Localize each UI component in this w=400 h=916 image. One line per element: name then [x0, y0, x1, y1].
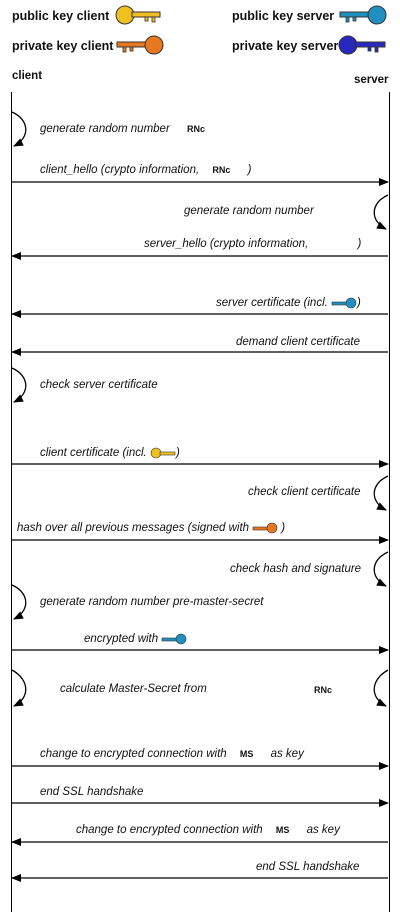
ms-label: MS: [275, 825, 290, 835]
client-actor-label: client: [12, 70, 43, 82]
msg-calc-master: calculate Master-Secret from: [60, 683, 207, 695]
msg-encrypted-with: encrypted with: [84, 633, 187, 645]
legend-private-server-label: private key server: [232, 39, 339, 53]
msg-end-ssl-server: end SSL handshake: [256, 861, 360, 873]
rnc-label: RNc: [314, 685, 333, 695]
msg-gen-pms: generate random number pre-master-secret: [40, 596, 264, 608]
msg-check-client-cert: check client certificate: [248, 486, 361, 498]
msg-client-cert: client certificate (incl. ): [40, 447, 180, 460]
private-key-server-icon: [338, 35, 386, 55]
public-key-server-icon: [339, 5, 387, 25]
legend-public-client-label: public key client: [12, 9, 110, 23]
public-key-client-icon: [150, 447, 176, 459]
self-loop-client-master: [11, 669, 27, 707]
server-actor-label: server: [354, 74, 389, 86]
ms-label: MS: [239, 749, 254, 759]
msg-check-hash: check hash and signature: [230, 563, 362, 575]
msg-change-enc-server: change to encrypted connection with MS a…: [76, 824, 340, 836]
private-key-client-icon: [116, 35, 164, 55]
msg-check-server-cert: check server certificate: [40, 379, 158, 391]
self-loop-server-master: [373, 669, 389, 707]
msg-server-cert: server certificate (incl. ): [216, 297, 361, 310]
msg-gen-rn-client: generate random number RNc: [40, 123, 205, 135]
private-key-client-icon: [252, 522, 278, 534]
rnc-label: RNc: [212, 165, 231, 175]
self-loop-client-check-cert: [11, 367, 27, 403]
legend-private-client-label: private key client: [12, 39, 114, 53]
server-lifeline: [389, 92, 390, 912]
msg-client-hello: client_hello (crypto information, RNc ): [40, 164, 252, 176]
client-lifeline: [11, 92, 12, 912]
legend-public-server-label: public key server: [232, 9, 335, 23]
self-loop-server-check-cert: [373, 475, 389, 511]
msg-end-ssl-client: end SSL handshake: [40, 786, 144, 798]
public-key-server-icon: [162, 633, 187, 645]
msg-gen-rn-server: generate random number: [184, 205, 314, 217]
self-loop-client-pms: [11, 584, 27, 620]
msg-hash-prev: hash over all previous messages (signed …: [17, 522, 286, 535]
public-key-client-icon: [115, 5, 161, 25]
msg-demand-cert: demand client certificate: [236, 336, 361, 348]
msg-server-hello: server_hello (crypto information, ): [144, 238, 362, 250]
self-loop-server-rn: [373, 194, 389, 230]
public-key-server-icon: [331, 297, 357, 309]
msg-change-enc-client: change to encrypted connection with MS a…: [40, 748, 304, 760]
rnc-label: RNc: [186, 124, 205, 134]
self-loop-client-rn: [11, 111, 27, 147]
self-loop-server-check-hash: [373, 551, 389, 587]
